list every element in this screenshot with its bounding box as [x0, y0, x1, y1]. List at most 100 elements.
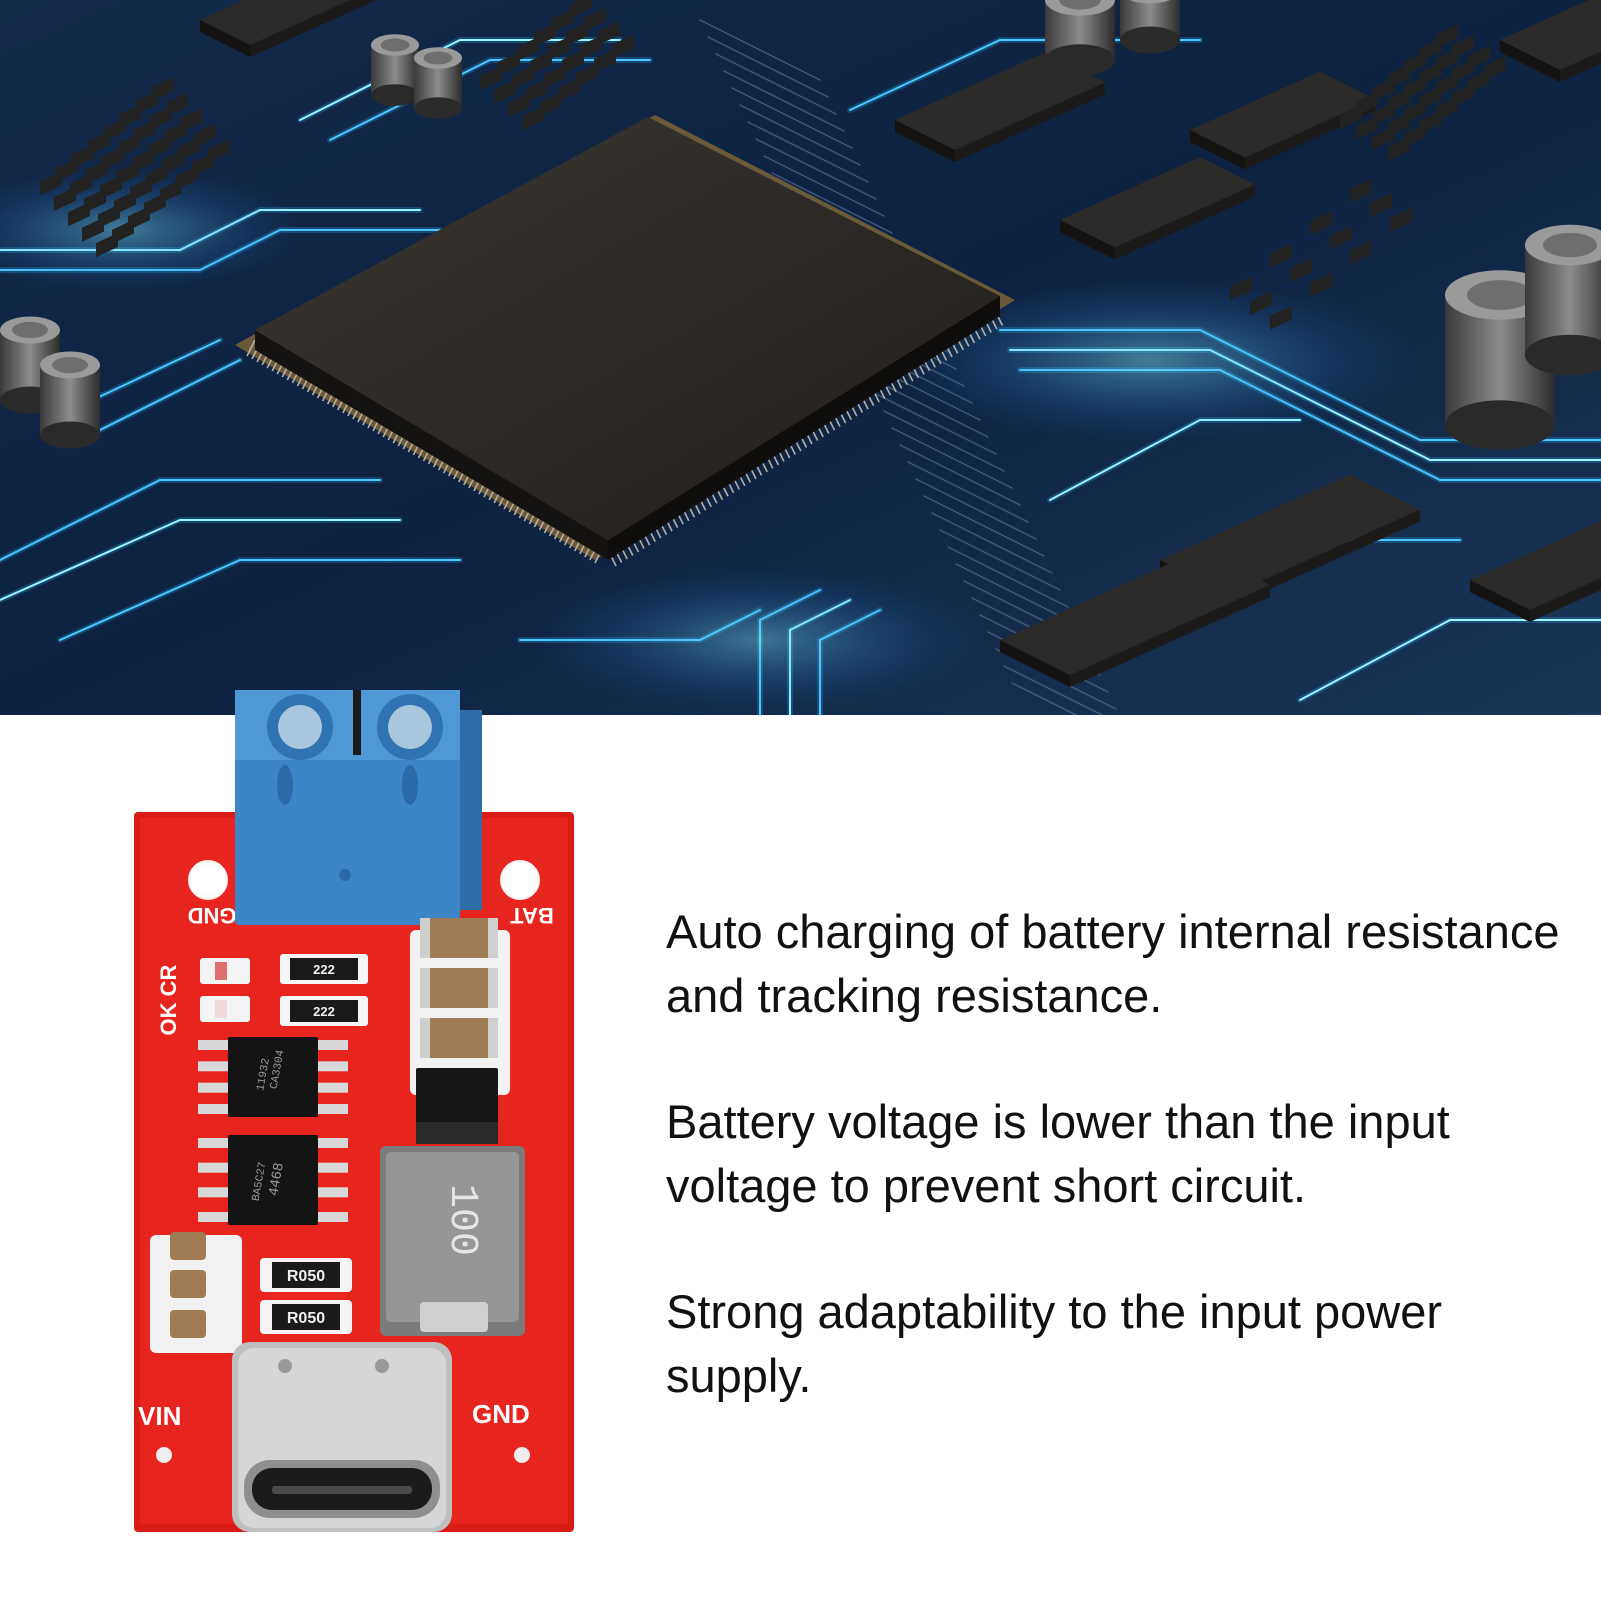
resistor-mark-r050-b: R050	[287, 1310, 325, 1327]
smd-resistor-icon	[1484, 55, 1506, 80]
smd-resistor-icon	[540, 91, 562, 117]
feature-text-3: Strong adaptability to the input power s…	[666, 1285, 1443, 1402]
smd-resistor-icon	[562, 49, 584, 74]
circuit-trace	[699, 19, 821, 81]
inductor-icon: 100	[380, 1146, 525, 1336]
ic2-mark: 4468	[266, 1162, 288, 1198]
shunt-resistor-icon: R050 R050	[260, 1258, 352, 1334]
pcb-label-vin: VIN	[138, 1401, 181, 1431]
feature-text-1: Auto charging of battery internal resist…	[666, 905, 1560, 1022]
smd-resistor-icon	[576, 63, 598, 88]
pcb-label-ok-cr: OK CR	[156, 964, 181, 1035]
smd-resistor-icon	[530, 50, 552, 75]
smd-resistor-icon	[194, 123, 216, 148]
pcb-label-bat: BAT	[510, 903, 554, 928]
circuit-trace	[747, 121, 869, 183]
smd-resistor-icon	[508, 92, 530, 118]
circuit-board-background	[0, 0, 1601, 715]
smd-chip-icon	[1060, 157, 1255, 260]
smd-resistor-icon	[580, 35, 602, 60]
circuit-board-image	[0, 0, 1601, 715]
capacitor-icon	[371, 34, 419, 106]
mount-hole-icon	[188, 860, 228, 900]
circuit-trace	[883, 410, 1005, 472]
pad-icon	[514, 1447, 530, 1463]
circuit-trace	[0, 479, 381, 561]
smd-resistor-icon	[1370, 192, 1392, 218]
smd-chip-icon	[1000, 550, 1270, 687]
chip-pin	[246, 339, 256, 357]
ic-pin	[198, 1138, 228, 1148]
circuit-trace	[939, 529, 1061, 591]
circuit-trace	[79, 359, 241, 441]
circuit-trace	[875, 393, 997, 455]
ic-pin	[198, 1061, 228, 1072]
ic-pin	[198, 1040, 228, 1050]
smd-resistor-icon	[1350, 240, 1372, 265]
ic-chip-icon: 4468 BA5C27	[198, 1135, 348, 1225]
smd-resistor-icon	[1310, 210, 1332, 236]
inductor-mark: 100	[439, 1184, 484, 1256]
smd-resistor-icon	[584, 7, 606, 32]
circuit-trace	[0, 519, 401, 601]
usb-c-port-icon	[232, 1342, 452, 1532]
smd-resistor-icon	[480, 65, 502, 91]
smd-resistor-icon	[1290, 258, 1312, 283]
smd-resistor-icon	[534, 22, 556, 47]
circuit-trace	[731, 87, 853, 149]
circuit-trace	[907, 461, 1029, 523]
circuit-trace	[771, 172, 893, 234]
capacitor-icon	[150, 1232, 242, 1353]
smd-resistor-icon	[552, 8, 574, 33]
smd-resistor-icon	[1350, 178, 1372, 203]
smd-resistor-icon	[1390, 207, 1412, 232]
capacitor-icon	[1120, 0, 1180, 54]
ic-pin	[198, 1162, 228, 1173]
ic-pin	[318, 1061, 348, 1072]
circuit-trace	[707, 36, 829, 98]
resistor-mark-r050-a: R050	[287, 1268, 325, 1285]
smd-resistor-icon	[522, 106, 544, 131]
smd-resistor-icon	[1310, 272, 1332, 298]
circuit-trace	[1299, 619, 1601, 701]
ic-pin	[318, 1138, 348, 1148]
smd-resistor-icon	[152, 76, 174, 102]
smd-resistor-icon	[1452, 34, 1474, 59]
led-icon	[200, 958, 250, 1022]
capacitor-stack-icon	[410, 918, 510, 1095]
capacitor-icon	[1525, 224, 1601, 376]
smd-resistor-icon	[594, 48, 616, 74]
smd-chip-icon	[200, 0, 377, 57]
smd-resistor-icon	[516, 37, 538, 62]
circuit-trace	[867, 376, 989, 438]
pcb-label-gnd-top: GND	[188, 903, 237, 928]
capacitor-icon	[414, 47, 462, 119]
resistor-mark-222-b: 222	[313, 1004, 335, 1019]
smd-resistor-icon	[570, 0, 592, 19]
ic-pin	[318, 1040, 348, 1050]
smd-resistor-icon	[494, 79, 516, 104]
smd-chip-icon	[895, 52, 1105, 162]
circuit-trace	[891, 427, 1013, 489]
smd-resistor-icon	[544, 64, 566, 89]
pad-icon	[156, 1447, 172, 1463]
ic-pin	[318, 1104, 348, 1114]
diode-icon	[416, 1068, 498, 1144]
ic-pin	[198, 1082, 228, 1093]
circuit-trace	[763, 155, 885, 217]
circuit-trace	[59, 559, 461, 641]
resistor-icon: 222 222	[280, 954, 368, 1026]
smd-resistor-icon	[548, 36, 570, 61]
processor-chip-icon	[235, 115, 1015, 567]
circuit-trace	[715, 53, 837, 115]
smd-resistor-icon	[1270, 243, 1292, 268]
smd-chip-icon	[1500, 0, 1601, 82]
smd-resistor-icon	[1436, 24, 1458, 49]
circuit-trace	[923, 495, 1045, 557]
capacitor-icon	[40, 351, 100, 449]
circuit-trace	[723, 70, 845, 132]
capacitor-icon	[1045, 0, 1115, 76]
circuit-trace	[915, 478, 1037, 540]
circuit-trace	[755, 138, 877, 200]
smd-chip-icon	[1470, 521, 1601, 622]
